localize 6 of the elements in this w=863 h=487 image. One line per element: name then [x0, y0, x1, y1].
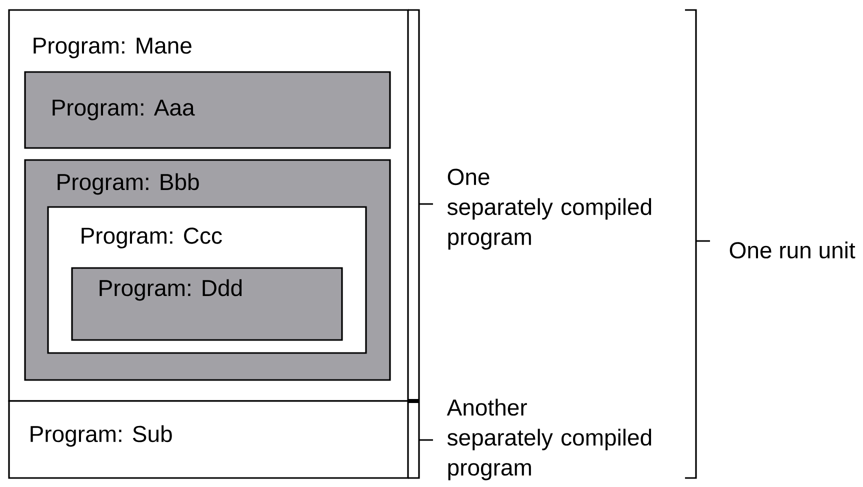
program-box: Program: Aaa [24, 71, 391, 149]
bracket-label: Another separately compiled program [446, 398, 652, 480]
program-box: Program: Sub [8, 400, 409, 479]
bracket-label: One run unit [730, 242, 856, 258]
program-box: Program: Ddd [71, 267, 343, 341]
bracket-label: One separately compiled program [447, 168, 652, 250]
